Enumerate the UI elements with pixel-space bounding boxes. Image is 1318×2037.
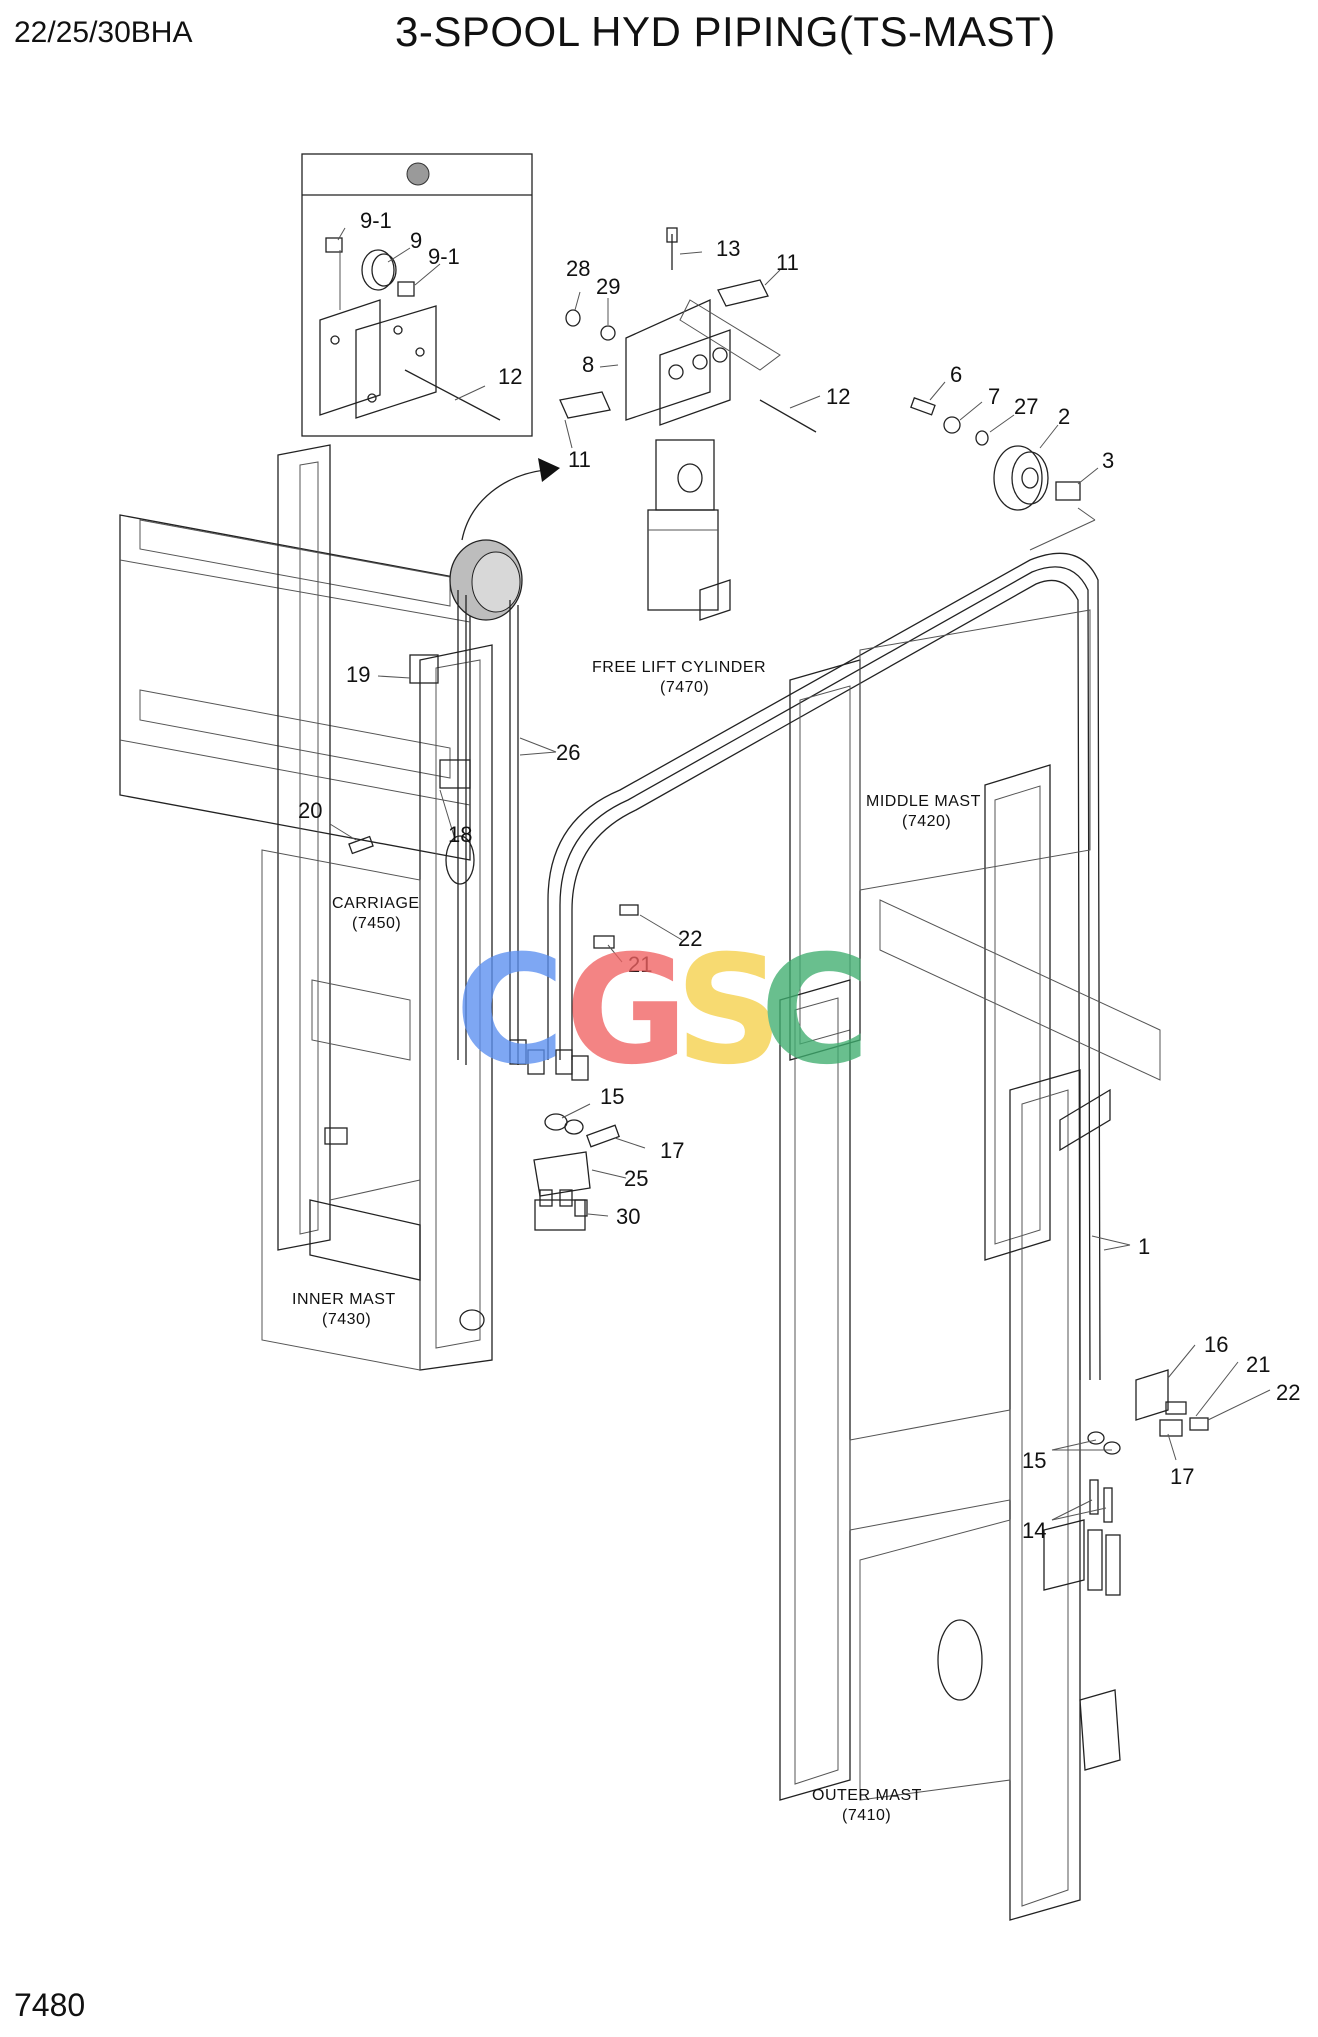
- callout-2: 2: [1058, 404, 1070, 429]
- watermark-letter-2: G: [565, 924, 688, 1098]
- caption-inner-mast-code: (7430): [322, 1311, 371, 1328]
- callout-9-1-b: 9-1: [428, 244, 460, 269]
- callout-16: 16: [1204, 1332, 1228, 1357]
- chain-anchor-assembly: [559, 227, 817, 621]
- callout-21-right: 21: [1246, 1352, 1270, 1377]
- callout-8: 8: [582, 352, 594, 377]
- callout-12-inset: 12: [498, 364, 522, 389]
- caption-free-lift-cylinder-code: (7470): [660, 679, 709, 696]
- caption-carriage: CARRIAGE: [332, 895, 420, 912]
- watermark-letter-3: S: [675, 924, 783, 1098]
- callout-9-1-a: 9-1: [360, 208, 392, 233]
- detail-inset: [301, 153, 533, 437]
- middle-and-outer-mast: [779, 609, 1161, 1921]
- sheave-assembly: [910, 397, 1096, 551]
- callout-9: 9: [410, 228, 422, 253]
- callout-17-right: 17: [1170, 1464, 1194, 1489]
- leader-lines: [329, 227, 1271, 1521]
- caption-inner-mast: INNER MAST: [292, 1291, 396, 1308]
- callout-28: 28: [566, 256, 590, 281]
- caption-carriage-code: (7450): [352, 915, 401, 932]
- hydraulic-hoses: [547, 552, 1101, 1381]
- fittings-middle: [348, 654, 639, 1231]
- callout-27: 27: [1014, 394, 1038, 419]
- caption-free-lift-cylinder: FREE LIFT CYLINDER: [592, 659, 766, 676]
- callout-1: 1: [1138, 1234, 1150, 1259]
- callout-22-right: 22: [1276, 1380, 1300, 1405]
- callout-12: 12: [826, 384, 850, 409]
- page-title: 3-SPOOL HYD PIPING(TS-MAST): [395, 8, 1056, 55]
- model-number: 22/25/30BHA: [14, 16, 193, 49]
- callout-29: 29: [596, 274, 620, 299]
- arrow-head: [538, 458, 560, 482]
- callout-15-mid: 15: [600, 1084, 624, 1109]
- callout-19: 19: [346, 662, 370, 687]
- callout-13: 13: [716, 236, 740, 261]
- callout-11-bottom: 11: [568, 447, 591, 472]
- carriage-and-inner-mast: [119, 444, 493, 1371]
- callout-6: 6: [950, 362, 962, 387]
- caption-outer-mast: OUTER MAST: [812, 1787, 922, 1804]
- caption-middle-mast: MIDDLE MAST: [866, 793, 981, 810]
- callout-18: 18: [448, 822, 472, 847]
- page-code: 7480: [14, 1987, 86, 2023]
- callout-26: 26: [556, 740, 580, 765]
- callout-20: 20: [298, 798, 322, 823]
- callout-25: 25: [624, 1166, 648, 1191]
- callout-15-right: 15: [1022, 1448, 1046, 1473]
- callout-11-top: 11: [776, 250, 799, 275]
- caption-middle-mast-code: (7420): [902, 813, 951, 830]
- cgsc-watermark: C G S C: [455, 924, 870, 1098]
- callout-17-mid: 17: [660, 1138, 684, 1163]
- fittings-right: [1043, 1369, 1209, 1596]
- callout-3: 3: [1102, 448, 1114, 473]
- watermark-letter-4: C: [760, 924, 870, 1098]
- callout-21-mid: 21: [628, 952, 652, 977]
- callout-30: 30: [616, 1204, 640, 1229]
- callout-22-mid: 22: [678, 926, 702, 951]
- callout-14: 14: [1022, 1518, 1046, 1543]
- caption-outer-mast-code: (7410): [842, 1807, 891, 1824]
- watermark-letter-1: C: [455, 924, 565, 1098]
- callout-7: 7: [988, 384, 1000, 409]
- carriage-sheave: [445, 539, 523, 1065]
